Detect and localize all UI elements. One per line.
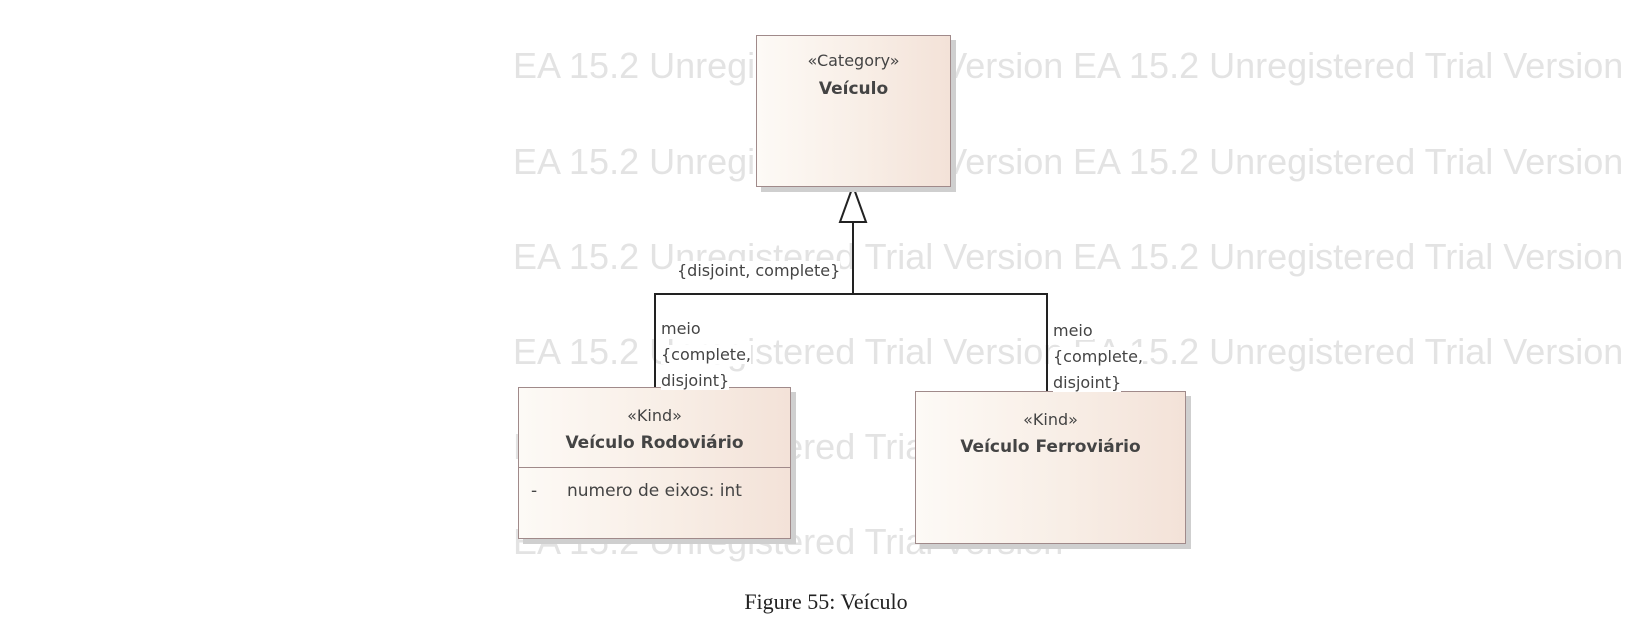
watermark: EA 15.2 Unregistered Trial Version (1073, 141, 1624, 182)
class-name: Veículo Rodoviário (565, 433, 744, 453)
class-stereotype: «Kind» (627, 406, 682, 425)
role-label-right: meio {complete, disjoint} (1053, 318, 1143, 396)
role-constraint-line: {complete, (1053, 347, 1143, 366)
role-name: meio (661, 319, 701, 338)
class-veiculo-rodoviario[interactable]: «Kind» Veículo Rodoviário - numero de ei… (518, 387, 791, 539)
role-label-left: meio {complete, disjoint} (661, 316, 751, 394)
watermark: EA 15.2 Unregistered Trial Version (1073, 331, 1624, 372)
class-name: Veículo (818, 79, 889, 99)
class-name: Veículo Ferroviário (960, 437, 1141, 457)
class-veiculo[interactable]: «Category» Veículo (756, 35, 951, 187)
generalization-set-label: {disjoint, complete} (677, 258, 841, 284)
watermark: EA 15.2 Unregistered Trial Version (1073, 236, 1624, 277)
class-veiculo-ferroviario[interactable]: «Kind» Veículo Ferroviário (915, 391, 1186, 544)
class-stereotype: «Category» (807, 51, 900, 70)
generalization-set-text: {disjoint, complete} (677, 261, 841, 280)
role-constraint-line: disjoint} (1053, 373, 1122, 392)
role-name: meio (1053, 321, 1093, 340)
attribute-visibility: - (531, 481, 538, 501)
watermark: EA 15.2 Unregistered Trial Version (513, 331, 1064, 372)
role-constraint-line: disjoint} (661, 371, 730, 390)
role-constraint-line: {complete, (661, 345, 751, 364)
attribute-compartment-divider (519, 467, 790, 468)
watermark: EA 15.2 Unregistered Trial Version (1073, 45, 1624, 86)
generalization-line-rodoviario (654, 293, 853, 389)
class-stereotype: «Kind» (1023, 410, 1078, 429)
generalization-arrowhead (838, 183, 868, 223)
figure-caption: Figure 55: Veículo (744, 589, 908, 614)
generalization-line-ferroviario (853, 293, 1048, 393)
attribute-numero-de-eixos: numero de eixos: int (567, 481, 742, 501)
